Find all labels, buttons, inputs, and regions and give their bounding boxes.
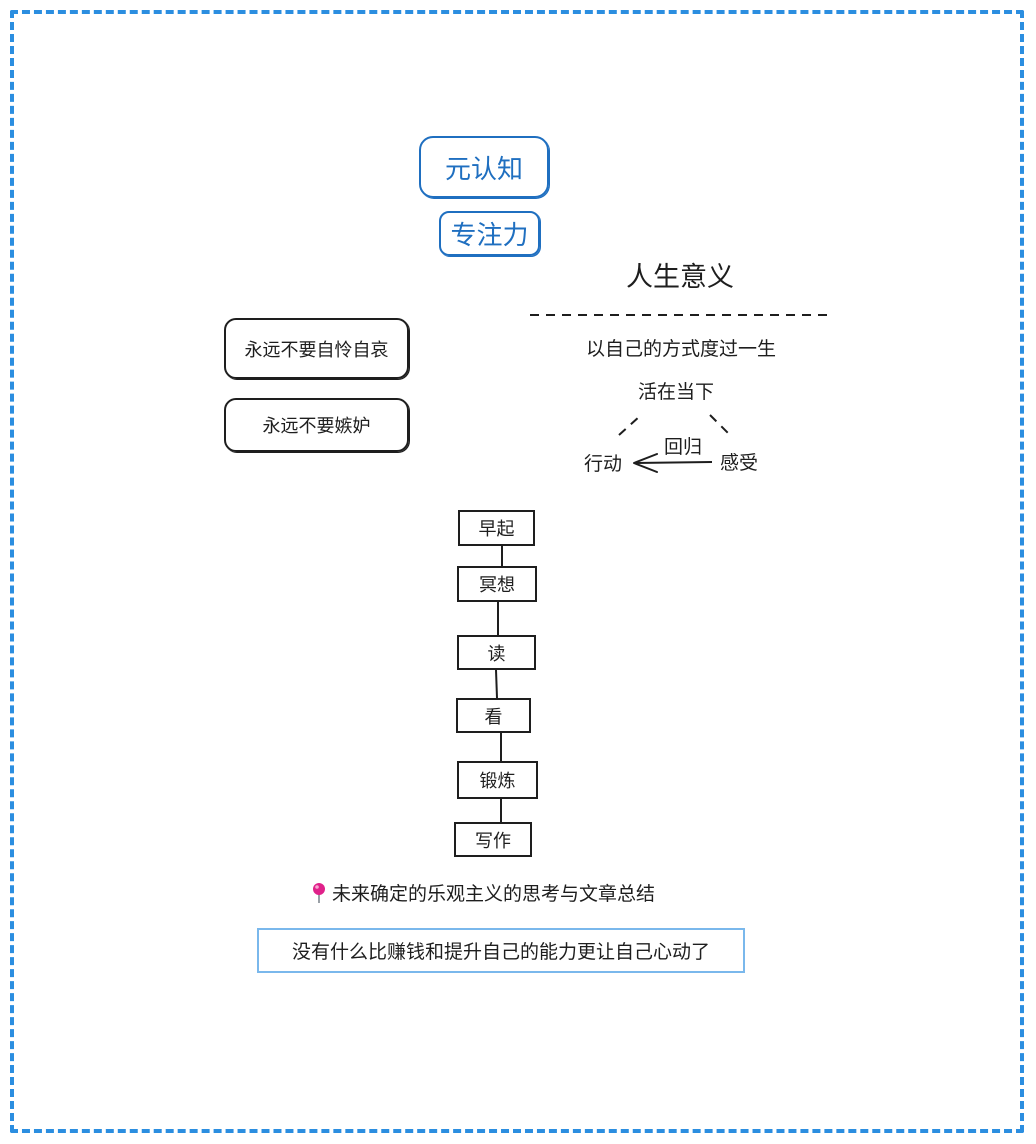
- principle-label: 永远不要嫉妒: [262, 416, 371, 437]
- principle-label: 永远不要自怜自哀: [244, 339, 389, 361]
- routine-step-watch[interactable]: 看: [456, 698, 531, 733]
- routine-step-label: 看: [484, 706, 503, 728]
- routine-step-label: 写作: [475, 830, 511, 852]
- focus-box[interactable]: 专注力: [439, 211, 540, 256]
- quote-box[interactable]: 没有什么比赚钱和提升自己的能力更让自己心动了: [257, 928, 745, 973]
- routine-connectors: [495, 546, 503, 822]
- principle-box-envy[interactable]: 永远不要嫉妒: [224, 398, 409, 452]
- note-text: 未来确定的乐观主义的思考与文章总结: [332, 883, 656, 905]
- dash-right-diagonal: [709, 414, 732, 437]
- return-arrow: [633, 453, 713, 473]
- routine-step-label: 锻炼: [479, 771, 516, 792]
- routine-step-meditate[interactable]: 冥想: [457, 566, 537, 602]
- routine-step-label: 读: [487, 643, 506, 665]
- note-row: 未来确定的乐观主义的思考与文章总结: [312, 879, 655, 906]
- principle-box-self-pity[interactable]: 永远不要自怜自哀: [224, 318, 409, 379]
- routine-step-label: 冥想: [479, 575, 515, 596]
- routine-step-write[interactable]: 写作: [454, 822, 532, 857]
- dash-left-diagonal: [618, 415, 641, 436]
- meaning-line-own-way: 以自己的方式度过一生: [586, 338, 777, 360]
- routine-step-exercise[interactable]: 锻炼: [457, 761, 538, 799]
- metacognition-label: 元认知: [444, 154, 523, 185]
- meaning-line-present: 活在当下: [638, 381, 715, 403]
- pin-icon: [313, 882, 325, 903]
- return-label: 回归: [664, 436, 703, 458]
- action-label: 行动: [584, 453, 623, 475]
- routine-step-label: 早起: [478, 519, 515, 540]
- meaning-title: 人生意义: [626, 262, 734, 293]
- metacognition-box[interactable]: 元认知: [419, 136, 549, 198]
- quote-text: 没有什么比赚钱和提升自己的能力更让自己心动了: [291, 941, 710, 963]
- routine-step-read[interactable]: 读: [457, 635, 536, 670]
- feeling-label: 感受: [720, 452, 759, 474]
- focus-label: 专注力: [450, 221, 529, 251]
- routine-step-early-rise[interactable]: 早起: [458, 510, 535, 546]
- dashed-frame: [10, 10, 1024, 1133]
